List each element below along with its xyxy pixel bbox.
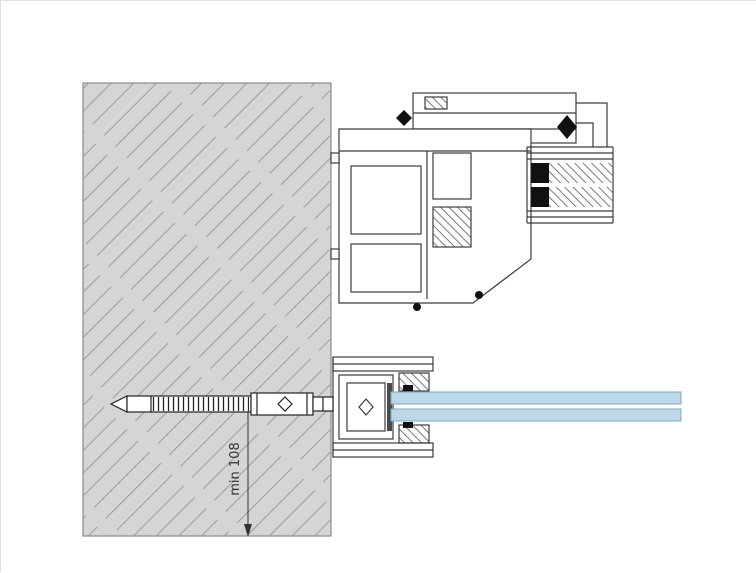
threshold-profile xyxy=(332,356,434,458)
glass-edge-seat xyxy=(387,383,392,431)
frame-gasket-hatch xyxy=(432,206,472,248)
frame-hook-top xyxy=(330,152,340,164)
sash-gasket-hatch xyxy=(424,96,448,110)
hardware-details xyxy=(396,110,577,428)
frame-chamber-lower xyxy=(350,243,422,293)
glazing-spacer-block-2 xyxy=(531,187,549,207)
anchor-sleeve xyxy=(250,392,314,416)
rivet-detail-2 xyxy=(475,291,483,299)
glass-pane-2 xyxy=(390,408,682,422)
glazing-unit-bottom xyxy=(387,383,682,431)
threshold-box-inner xyxy=(346,382,386,432)
frame-chamber-small xyxy=(432,152,472,200)
frame-chamber-large xyxy=(350,165,422,235)
dimension-label: min 108 xyxy=(228,442,243,495)
glass-pane-1 xyxy=(390,391,682,405)
glazing-spacer-hatch-1 xyxy=(549,163,613,183)
wall-section xyxy=(82,82,332,537)
frame-hook-bottom xyxy=(330,248,340,260)
dimension-annotation: min 108 xyxy=(228,411,252,537)
glazing-package-top xyxy=(526,146,614,224)
anchor-dowel xyxy=(109,392,334,416)
glass-gasket-top xyxy=(403,385,413,391)
anchor-ribs xyxy=(151,397,249,411)
sash-clip-detail xyxy=(557,115,577,139)
frame-head-profile xyxy=(330,92,614,304)
sash-extension-outer xyxy=(576,102,608,147)
glass-gasket-bottom xyxy=(403,422,413,428)
dimension-arrow xyxy=(244,524,252,537)
sash-extension xyxy=(576,102,608,147)
threshold-clip-hatch-bottom xyxy=(398,424,430,444)
glazing-spacer-block-1 xyxy=(531,163,549,183)
threshold-diamond-mark xyxy=(358,398,374,416)
anchor-diamond-mark xyxy=(277,396,293,412)
frame-clip-detail xyxy=(396,110,412,126)
sash-extension-inner xyxy=(576,122,594,147)
glazing-spacer-hatch-2 xyxy=(549,187,613,207)
threshold-box-outer xyxy=(338,374,394,440)
wall-hatch xyxy=(83,83,331,536)
rivet-detail-1 xyxy=(413,303,421,311)
